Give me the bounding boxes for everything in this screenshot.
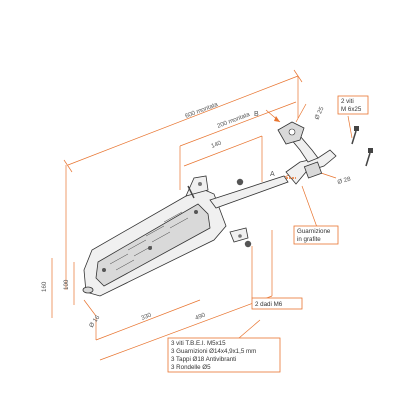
nut-m6 (236, 178, 244, 186)
svg-text:3 Guarnizioni Ø14x4,9x1,5 mm: 3 Guarnizioni Ø14x4,9x1,5 mm (171, 348, 256, 355)
dimension-lines (51, 69, 353, 361)
heatshield-slots (109, 211, 189, 271)
pipe-clamp (303, 161, 323, 179)
dim-490-line (99, 295, 273, 361)
shield-screw (194, 210, 198, 214)
inlet-pipe (209, 175, 289, 209)
muffler (82, 175, 289, 297)
muffler-outlet (82, 286, 94, 294)
svg-text:Guarnizione: Guarnizione (297, 228, 331, 235)
mount-bracket (185, 175, 209, 197)
dim-330-label: 330 (140, 311, 153, 321)
shield-screw (102, 268, 106, 272)
dim-490-label: 490 (194, 311, 207, 321)
dim-140-line (183, 135, 263, 167)
dim-600-line (67, 75, 299, 166)
dim-200-label: 200 montata (216, 111, 251, 130)
manifold (277, 121, 337, 185)
shield-screw (148, 246, 152, 250)
svg-text:2 viti: 2 viti (341, 98, 354, 105)
bolt-m6 (365, 148, 373, 167)
callout-dadi: 2 dadi M6 (251, 297, 303, 310)
bolt-m6 (351, 126, 359, 145)
hardware (187, 126, 373, 248)
dim-600-label: 600 montata (184, 101, 219, 120)
dim-100-label: 100 (63, 279, 70, 290)
dim-dia28-label: Ø 28 (337, 176, 352, 186)
dim-330-line (95, 299, 201, 341)
callout-guarnizione: Guarnizione in grafite (293, 225, 339, 245)
dim-140-label: 140 (210, 139, 223, 149)
dim-dia16-label: Ø 16 (88, 314, 102, 329)
dim-160-label: 160 (41, 281, 48, 292)
marker-a: A (270, 171, 275, 178)
svg-text:3 Tappi Ø18 Antivibranti: 3 Tappi Ø18 Antivibranti (171, 356, 236, 363)
svg-text:2 dadi M6: 2 dadi M6 (255, 301, 283, 308)
callout-kit: 3 viti T.B.E.I. M5x15 3 Guarnizioni Ø14x… (167, 337, 281, 373)
nut-m6 (244, 240, 252, 248)
svg-text:3 Rondelle Ø5: 3 Rondelle Ø5 (171, 364, 211, 371)
bracket-bolt (187, 185, 195, 199)
svg-text:3 viti T.B.E.I. M5x15: 3 viti T.B.E.I. M5x15 (171, 340, 226, 347)
svg-text:in grafite: in grafite (297, 236, 321, 243)
dim-dia25-label: Ø 25 (313, 105, 325, 121)
svg-text:M 6x25: M 6x25 (341, 106, 362, 113)
marker-b: B (254, 111, 259, 118)
callout-viti-m6: 2 viti M 6x25 (337, 95, 369, 115)
dim-200-line (179, 101, 297, 147)
